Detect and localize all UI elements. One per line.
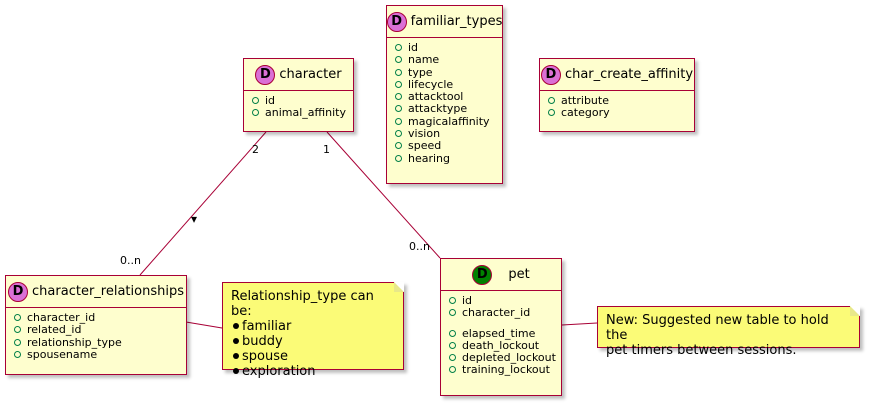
public-visibility-icon	[14, 338, 21, 346]
note-relationship-type: Relationship_type can be: familiar buddy…	[222, 282, 404, 379]
entity-name: pet	[508, 267, 530, 282]
note-line: pet timers between sessions.	[606, 343, 797, 358]
entity-name: character	[279, 67, 342, 82]
note-list-item: buddy	[231, 334, 395, 349]
attribute: magicalaffinity	[395, 115, 502, 128]
stereotype-d-icon: D	[540, 64, 561, 85]
entity-name: familiar_types	[410, 14, 503, 29]
attribute: category	[548, 107, 694, 119]
note-connector-pet	[561, 322, 598, 326]
bullet-icon	[233, 337, 239, 344]
attribute: death_lockout	[449, 339, 561, 352]
stereotype-d-icon: D	[255, 64, 276, 85]
attribute: attribute	[548, 94, 694, 107]
note-list-item: exploration	[231, 364, 395, 379]
entity-header: D pet	[441, 259, 561, 291]
attribute: name	[395, 54, 502, 66]
attribute: related_id	[14, 324, 186, 336]
bullet-icon	[233, 322, 239, 329]
public-visibility-icon	[395, 117, 402, 125]
public-visibility-icon	[395, 154, 402, 162]
public-visibility-icon	[14, 314, 21, 321]
entity-header: D familiar_types	[386, 6, 503, 38]
entity-header: D character	[244, 59, 353, 91]
attribute: type	[395, 66, 502, 79]
public-visibility-icon	[449, 341, 456, 349]
entity-familiar-types[interactable]: D familiar_types id name type lifecycle …	[386, 5, 503, 184]
attribute: id	[449, 294, 561, 307]
multiplicity-label-relationships-0n: 0..n	[120, 254, 141, 267]
public-visibility-icon	[395, 105, 402, 113]
note-list-item: familiar	[231, 319, 395, 334]
note-title: Relationship_type can be:	[231, 289, 374, 319]
attribute: depleted_lockout	[449, 352, 561, 364]
public-visibility-icon	[395, 142, 402, 150]
bullet-icon	[233, 352, 239, 359]
public-visibility-icon	[395, 56, 402, 64]
public-visibility-icon	[395, 68, 402, 76]
public-visibility-icon	[449, 329, 456, 337]
attribute-list: character_id related_id relationship_typ…	[6, 308, 186, 361]
stereotype-d-icon: D	[8, 281, 29, 302]
attribute: relationship_type	[14, 336, 186, 349]
attribute-list: attribute category	[540, 91, 694, 120]
note-list-item: spouse	[231, 349, 395, 364]
public-visibility-icon	[449, 366, 456, 374]
multiplicity-label-character-1: 1	[323, 143, 330, 156]
attribute: speed	[395, 140, 502, 152]
attribute: id	[395, 41, 502, 54]
public-visibility-icon	[395, 93, 402, 101]
attribute: animal_affinity	[252, 107, 353, 119]
entity-pet[interactable]: D pet id character_id elapsed_time death…	[440, 258, 562, 396]
note-line: New: Suggested new table to hold the	[606, 313, 829, 343]
relation-line-character-pet	[326, 131, 441, 259]
entity-char-create-affinity[interactable]: D char_create_affinity attribute categor…	[539, 58, 695, 132]
stereotype-d-icon: D	[386, 11, 407, 32]
bullet-icon	[233, 367, 239, 374]
attribute-list: id animal_affinity	[244, 91, 353, 120]
public-visibility-icon	[14, 350, 21, 358]
entity-header: D char_create_affinity	[540, 59, 694, 91]
public-visibility-icon	[395, 80, 402, 88]
attribute: character_id	[14, 311, 186, 324]
attribute: character_id	[449, 307, 561, 319]
public-visibility-icon	[449, 297, 456, 304]
direction-arrow-icon: ▾	[191, 212, 198, 226]
entity-character-relationships[interactable]: D character_relationships character_id r…	[5, 275, 187, 375]
entity-name: char_create_affinity	[564, 67, 694, 82]
entity-character[interactable]: D character id animal_affinity	[243, 58, 354, 132]
note-connector-relationship-type	[185, 321, 223, 329]
attribute: spousename	[14, 348, 186, 361]
entity-header: D character_relationships	[6, 276, 186, 308]
multiplicity-label-pet-0n: 0..n	[409, 240, 430, 253]
public-visibility-icon	[252, 97, 259, 104]
attribute: training_lockout	[449, 364, 561, 376]
entity-name: character_relationships	[32, 284, 184, 299]
attribute: vision	[395, 127, 502, 140]
attribute-list: id character_id elapsed_time death_locko…	[441, 291, 561, 377]
multiplicity-label-character-2: 2	[252, 143, 259, 156]
attribute: elapsed_time	[449, 327, 561, 340]
public-visibility-icon	[252, 109, 259, 117]
public-visibility-icon	[449, 354, 456, 362]
attribute-list: id name type lifecycle attacktool attack…	[387, 38, 502, 165]
attribute: hearing	[395, 152, 502, 165]
public-visibility-icon	[548, 97, 555, 104]
public-visibility-icon	[395, 44, 402, 51]
relation-line-character-relationships	[139, 131, 267, 276]
note-list: familiar buddy spouse exploration	[231, 319, 395, 379]
attribute: attacktool	[395, 91, 502, 103]
stereotype-d-icon: D	[472, 264, 493, 285]
attribute: id	[252, 94, 353, 107]
note-pet-timers: New: Suggested new table to hold the pet…	[597, 306, 860, 358]
public-visibility-icon	[449, 309, 456, 317]
attribute: lifecycle	[395, 78, 502, 91]
attribute: attacktype	[395, 103, 502, 115]
public-visibility-icon	[395, 130, 402, 138]
public-visibility-icon	[14, 326, 21, 334]
public-visibility-icon	[548, 109, 555, 117]
